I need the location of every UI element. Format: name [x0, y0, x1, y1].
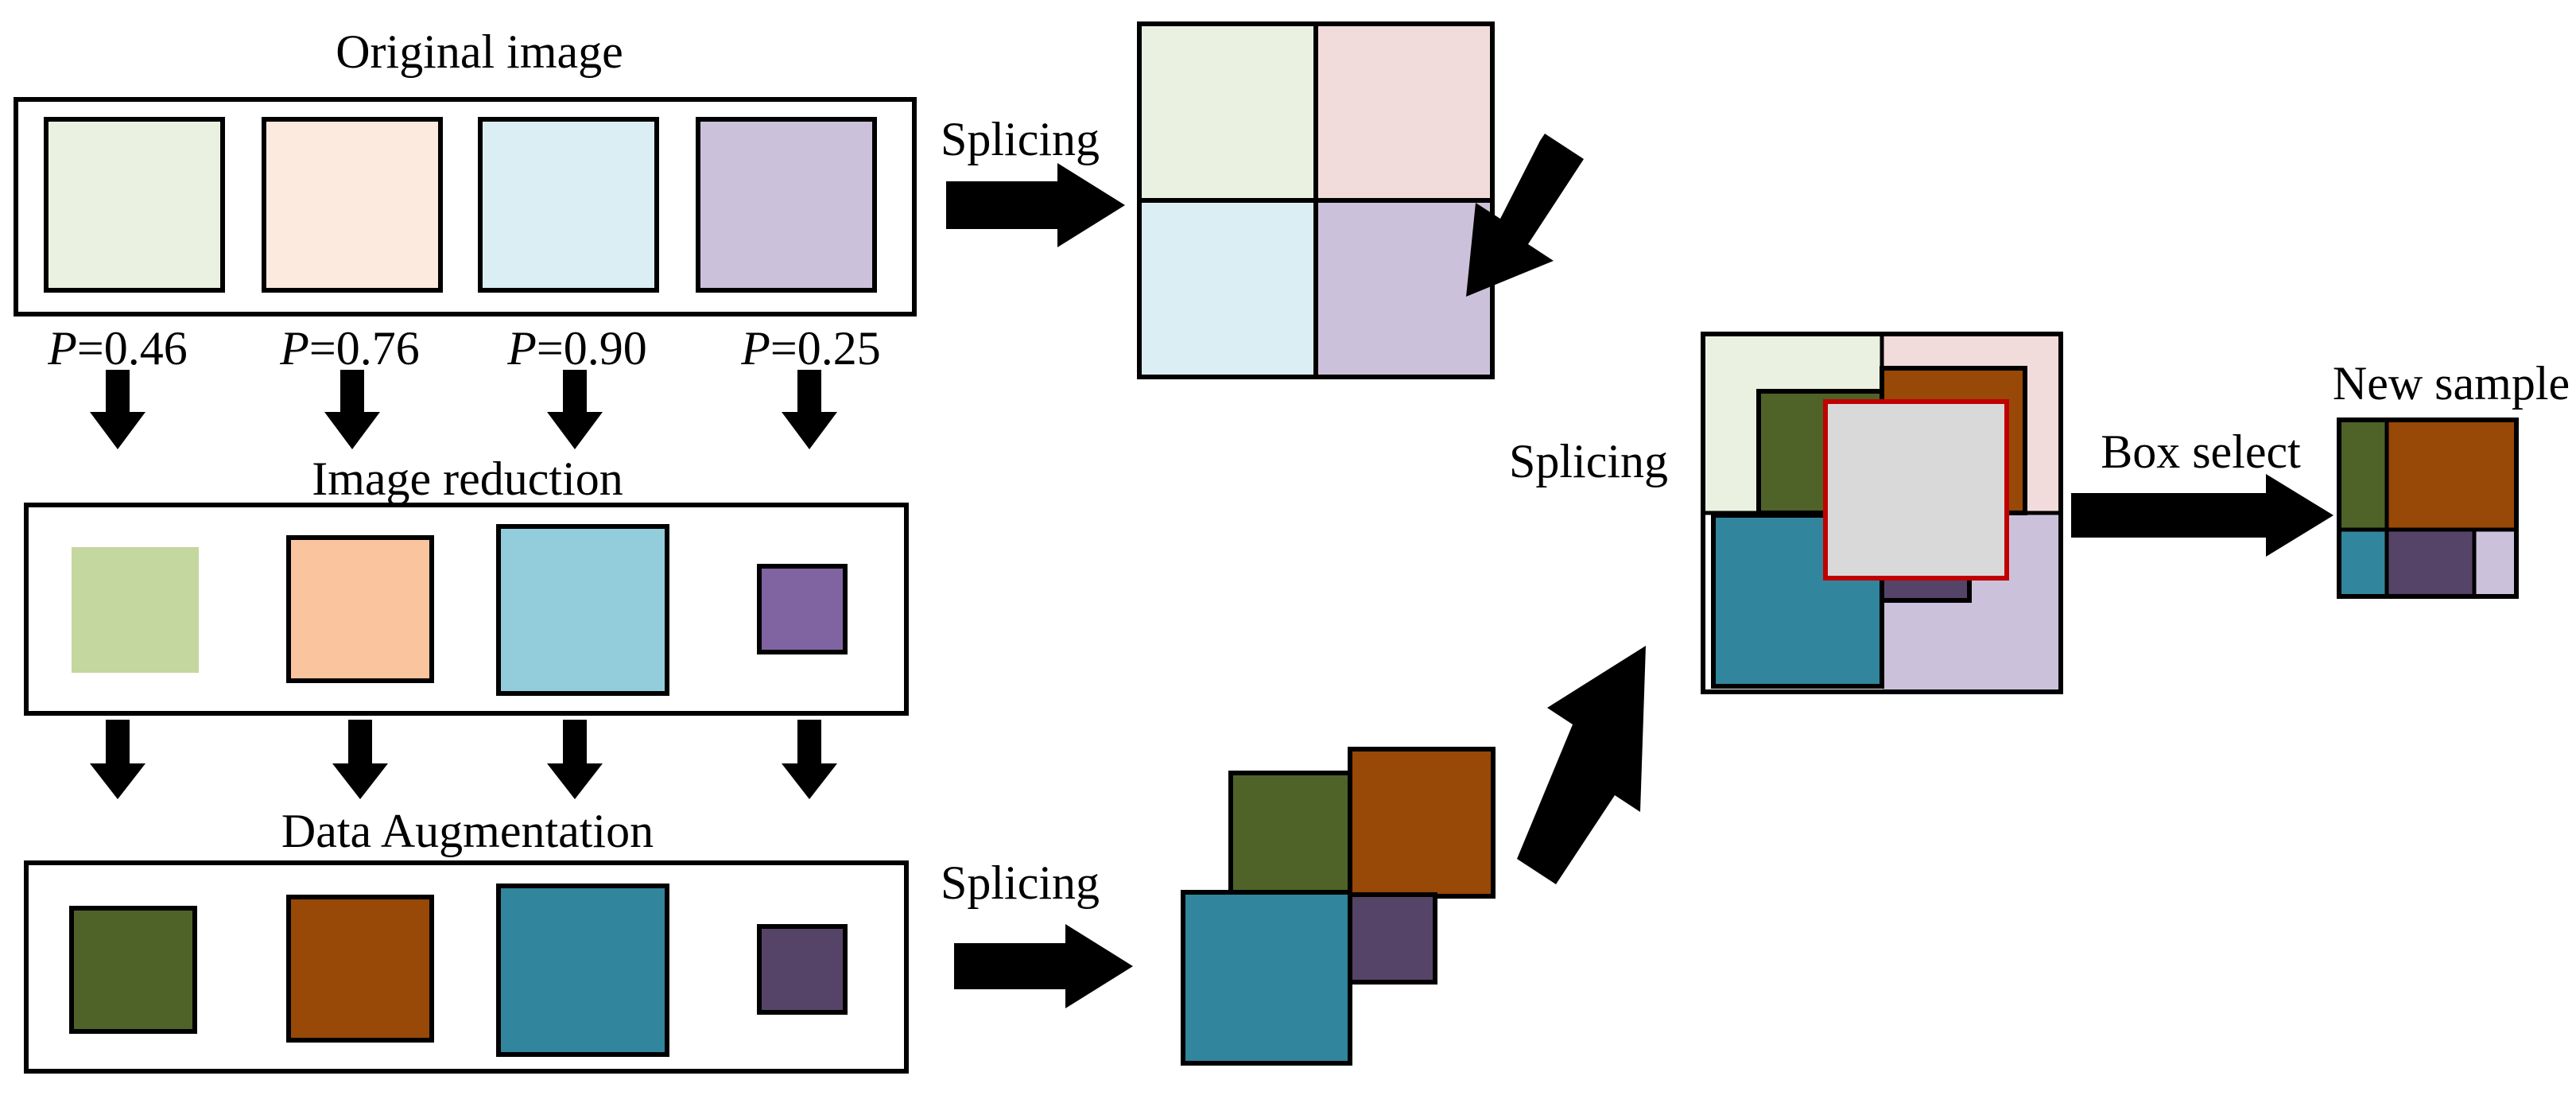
new-sample-purple — [2387, 530, 2474, 596]
new-sample-teal — [2339, 530, 2387, 596]
mosaic-teal — [1181, 890, 1352, 1066]
diagonal-arrow-down — [1466, 134, 1584, 297]
augmented-mosaic-cluster — [1181, 747, 1496, 1066]
down-arrow-2 — [324, 370, 380, 449]
label-splicing-bottom: Splicing — [941, 856, 1100, 909]
mosaic-brown — [1348, 747, 1496, 899]
down-arrow-4 — [782, 370, 837, 449]
augmented-image-4 — [757, 924, 848, 1015]
reduced-image-4 — [757, 564, 848, 654]
label-splicing-middle: Splicing — [1509, 435, 1668, 487]
probability-label-1: P=0.46 — [47, 322, 188, 375]
title-data-augmentation: Data Augmentation — [281, 805, 654, 857]
original-image-2 — [262, 117, 443, 293]
reduced-image-3 — [496, 524, 669, 696]
original-image-1 — [44, 117, 225, 293]
augmented-image-3 — [496, 884, 669, 1057]
new-sample-brown — [2387, 420, 2516, 530]
down-arrow-6 — [332, 720, 388, 799]
down-arrow-8 — [782, 720, 837, 799]
original-image-4 — [696, 117, 877, 293]
augmented-image-1 — [69, 906, 197, 1034]
original-image-3 — [478, 117, 659, 293]
new-sample-image — [2337, 418, 2519, 599]
combined-mosaic — [1701, 332, 2063, 694]
reduced-image-1 — [72, 547, 199, 673]
down-arrow-5 — [90, 720, 145, 799]
spliced-quad-1 — [1139, 24, 1316, 200]
probability-label-2: P=0.76 — [279, 322, 420, 375]
new-sample-light — [2474, 530, 2516, 596]
mosaic-green — [1228, 771, 1360, 903]
selection-box — [1823, 399, 2009, 581]
title-image-reduction: Image reduction — [312, 452, 623, 505]
spliced-quad-4 — [1316, 200, 1492, 377]
spliced-original-grid — [1137, 21, 1495, 379]
down-arrow-3 — [547, 370, 603, 449]
right-arrow-splicing-top — [946, 163, 1125, 247]
label-splicing-top: Splicing — [941, 113, 1100, 165]
title-new-sample: New sample — [2333, 357, 2570, 410]
right-arrow-splicing-bottom — [954, 924, 1133, 1008]
label-box-select: Box select — [2101, 425, 2301, 478]
right-arrow-box-select — [2071, 474, 2334, 557]
mosaic-purple — [1345, 892, 1437, 985]
title-original-image: Original image — [336, 25, 623, 78]
spliced-quad-3 — [1139, 200, 1316, 377]
down-arrow-1 — [90, 370, 145, 449]
new-sample-green — [2339, 420, 2387, 530]
augmented-image-2 — [286, 895, 434, 1043]
probability-label-3: P=0.90 — [506, 322, 647, 375]
diagonal-arrow-up — [1517, 646, 1646, 884]
reduced-image-2 — [286, 535, 434, 683]
down-arrow-7 — [547, 720, 603, 799]
spliced-quad-2 — [1316, 24, 1492, 200]
probability-label-4: P=0.25 — [740, 322, 881, 375]
